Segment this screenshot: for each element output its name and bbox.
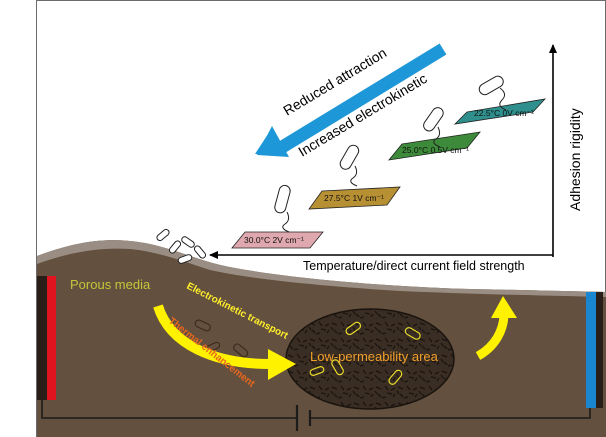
condition-22-5: 22.5°C 0V cm⁻¹ [453,98,547,125]
condition-label: 30.0°C 2V cm⁻¹ [244,235,304,245]
soil-surface-ridge [37,240,606,297]
transport-arrow [153,304,271,369]
circuit-wire [41,400,591,419]
right-electrode [586,292,596,408]
condition-label: 22.5°C 0V cm⁻¹ [474,108,534,118]
bacterium-icon [423,107,444,148]
y-axis-label: Adhesion rigidity [567,108,583,211]
porous-media-label: Porous media [70,277,151,292]
bacteria-cells [156,75,507,264]
bacterium-icon [156,228,207,264]
bacterium-icon [339,144,360,187]
exit-arrow-head [491,296,517,318]
low-permeability-label: Low-permeability area [310,349,439,364]
bacterium-icon [478,75,507,111]
condition-label: 25.0°C 0.5V cm⁻¹ [402,145,469,155]
x-axis-label: Temperature/direct current field strengt… [303,259,525,273]
trend-arrow-head [257,126,289,157]
condition-27-5: 27.5°C 1V cm⁻¹ [308,186,401,210]
condition-label: 27.5°C 1V cm⁻¹ [324,193,384,203]
bacterium-icon [274,184,291,233]
right-electrode-cap [596,292,603,408]
trend-arrow-shaft [275,43,447,155]
left-electrode [47,276,56,400]
battery-icon [295,405,312,431]
exit-arrow [475,315,509,360]
condition-25-0: 25.0°C 0.5V cm⁻¹ [388,131,481,161]
left-electrode-cap [37,276,47,400]
condition-30-0: 30.0°C 2V cm⁻¹ [231,231,324,249]
soil-bacteria [309,321,421,385]
transport-arrow-head [268,349,296,380]
